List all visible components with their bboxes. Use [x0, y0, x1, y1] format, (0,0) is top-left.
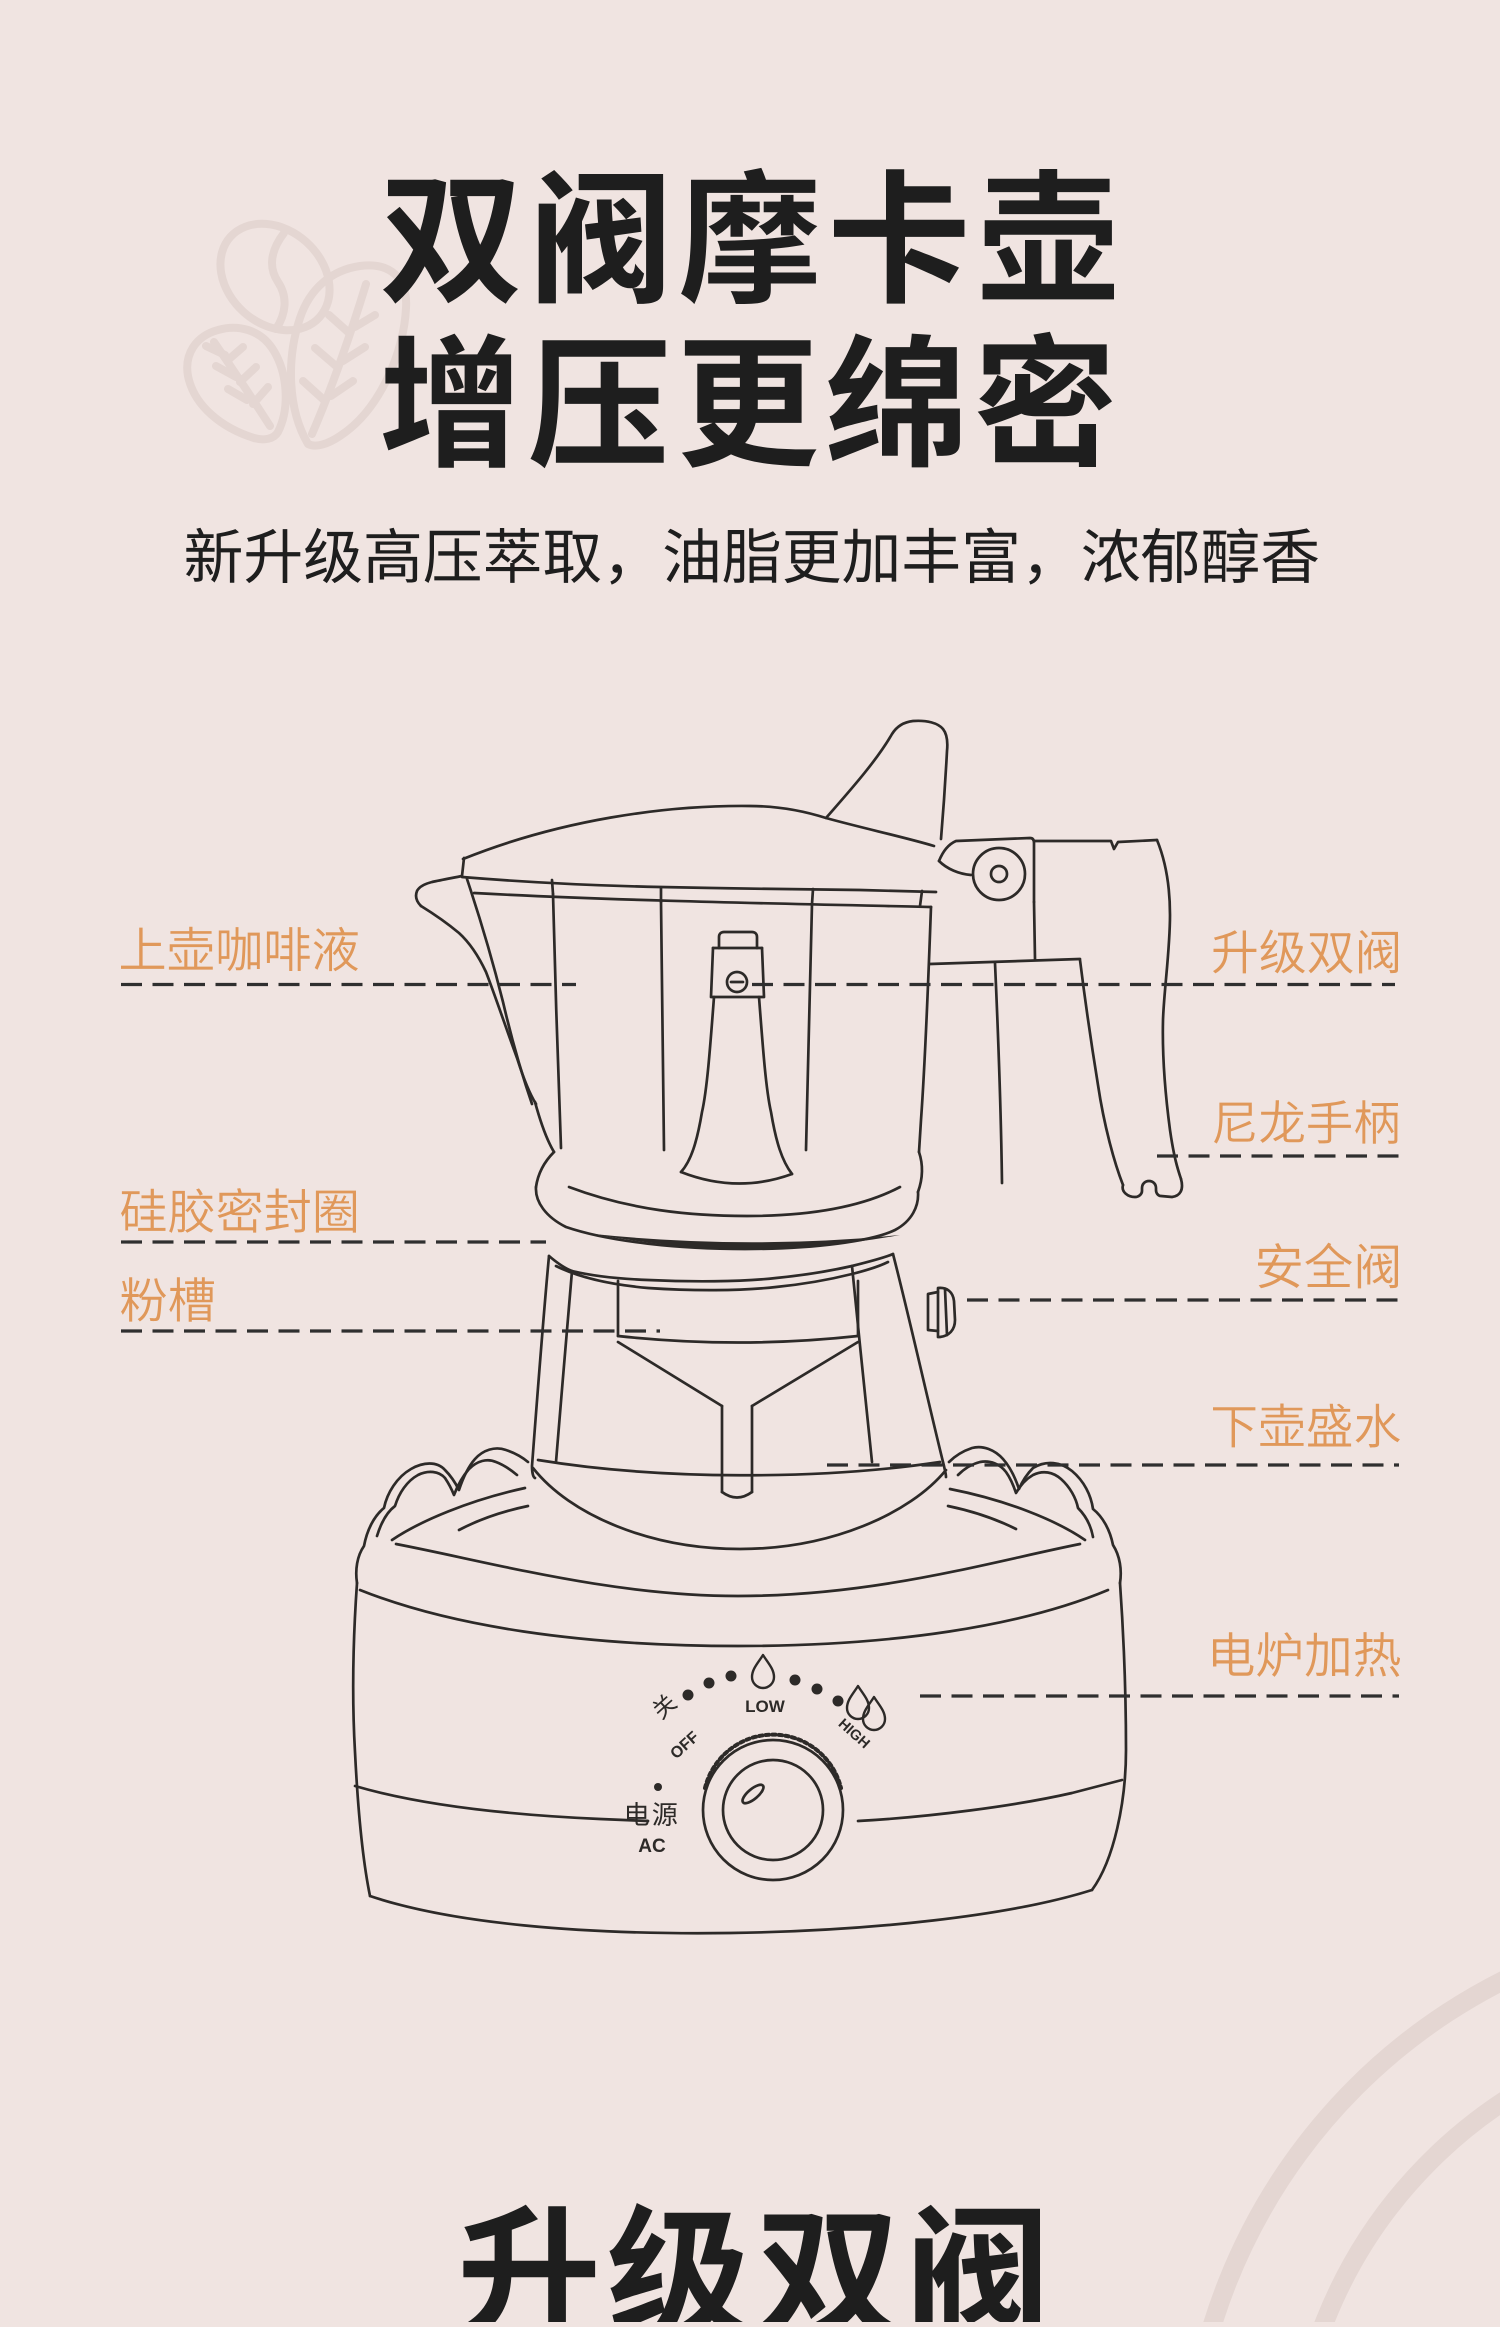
svg-text:AC: AC: [638, 1836, 666, 1857]
svg-text:LOW: LOW: [745, 1697, 786, 1716]
